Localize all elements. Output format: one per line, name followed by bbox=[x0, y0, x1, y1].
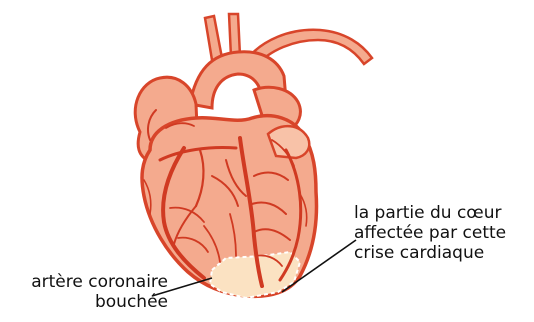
great-vessels bbox=[190, 14, 372, 130]
blocked-artery-label-line: bouchée bbox=[4, 292, 168, 312]
affected-area-label-line: crise cardiaque bbox=[354, 243, 506, 263]
blocked-artery-label: artère coronaire bouchée bbox=[4, 272, 168, 312]
affected-area-label-line: la partie du cœur bbox=[354, 203, 506, 223]
affected-area-label-line: affectée par cette bbox=[354, 223, 506, 243]
blocked-artery-label-line: artère coronaire bbox=[4, 272, 168, 292]
affected-area-label: la partie du cœur affectée par cette cri… bbox=[354, 203, 506, 263]
